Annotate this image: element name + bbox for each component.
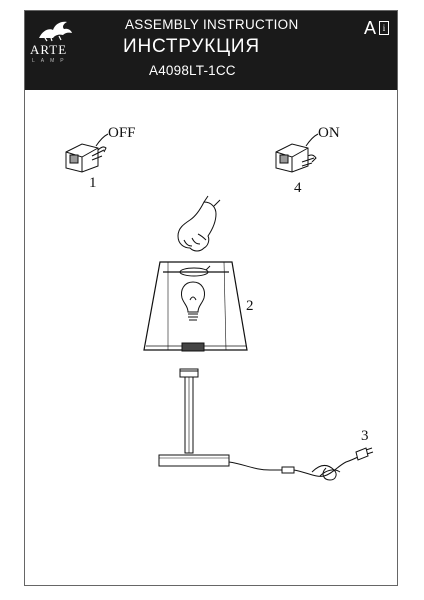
step-2-number: 2 [246, 298, 254, 314]
step-4-number: 4 [294, 180, 302, 196]
info-badge-icon: i [379, 21, 389, 35]
hand-icon [177, 195, 221, 252]
badge-letter: A [364, 18, 377, 38]
lamp-stand [158, 368, 230, 467]
step-1-number: 1 [89, 175, 97, 191]
griffin-logo-icon [39, 21, 72, 42]
brand-logo-subtext: LAMP [32, 58, 70, 64]
model-number: A4098LT-1CC [149, 63, 236, 78]
light-bulb-icon [181, 281, 205, 321]
power-cord [228, 455, 361, 481]
step-3-number: 3 [361, 428, 369, 444]
wall-switch-off-icon [65, 133, 109, 173]
lamp-socket [181, 342, 205, 352]
switch-on-label: ON [318, 125, 340, 141]
header-bar: ARTE LAMP ASSEMBLY INSTRUCTION ИНСТРУКЦИ… [25, 11, 397, 90]
switch-off-label: OFF [108, 125, 136, 141]
wall-switch-on-icon [275, 133, 319, 173]
title-russian: ИНСТРУКЦИЯ [123, 36, 260, 57]
title-english: ASSEMBLY INSTRUCTION [125, 17, 299, 32]
plug-icon [355, 447, 374, 461]
brand-logo-text: ARTE [30, 42, 68, 57]
